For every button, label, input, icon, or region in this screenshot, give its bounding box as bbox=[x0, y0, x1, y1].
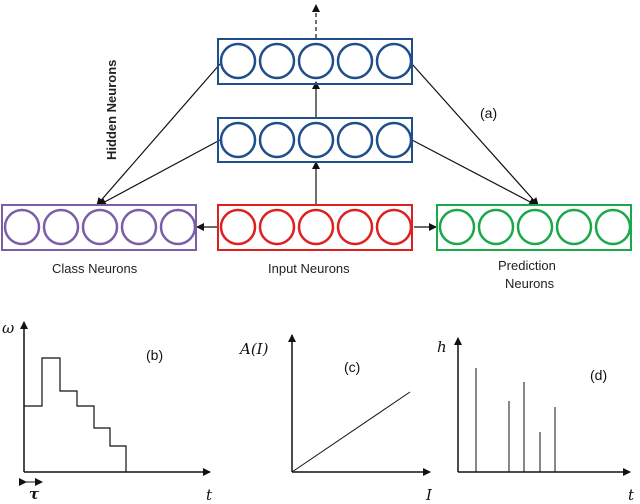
prediction-label-line2: Neurons bbox=[505, 276, 555, 291]
prediction-label-line1: Prediction bbox=[498, 258, 556, 273]
panel-b-label: (b) bbox=[146, 347, 163, 363]
neuron bbox=[297, 121, 335, 159]
neuron bbox=[42, 208, 80, 246]
arrow-mid-to-prediction bbox=[411, 139, 537, 206]
arrow-top-to-class bbox=[96, 63, 221, 206]
input-neurons-label: Input Neurons bbox=[268, 261, 350, 276]
neuron bbox=[297, 208, 335, 246]
neuron bbox=[219, 121, 257, 159]
input-layer bbox=[217, 204, 413, 251]
neuron bbox=[258, 42, 296, 80]
neuron bbox=[258, 208, 296, 246]
neuron bbox=[375, 208, 413, 246]
arrow-mid-to-class bbox=[98, 139, 221, 206]
neuron bbox=[120, 208, 158, 246]
neuron bbox=[375, 42, 413, 80]
arrow-top-to-prediction bbox=[411, 63, 539, 206]
neuron bbox=[336, 42, 374, 80]
neuron bbox=[297, 42, 335, 80]
panel-a-label: (a) bbox=[480, 105, 497, 121]
neuron bbox=[258, 121, 296, 159]
neuron bbox=[219, 208, 257, 246]
class-layer bbox=[1, 204, 197, 251]
hidden-layer-middle bbox=[217, 117, 413, 163]
plot-c-linear-line bbox=[291, 391, 411, 473]
connections bbox=[96, 4, 539, 231]
neuron bbox=[219, 42, 257, 80]
plot-c bbox=[288, 334, 431, 476]
panel-d-label: (d) bbox=[590, 367, 607, 383]
neuron bbox=[336, 208, 374, 246]
plot-b-step-curve bbox=[24, 357, 127, 472]
plot-c-xlabel: I bbox=[425, 486, 433, 504]
class-neurons-label: Class Neurons bbox=[52, 261, 138, 276]
neuron bbox=[81, 208, 119, 246]
hidden-layer-top bbox=[217, 38, 413, 85]
neuron bbox=[159, 208, 197, 246]
plot-c-ylabel: A(I) bbox=[238, 340, 269, 358]
network-diagram: Hidden Neurons Class Neurons Input Neuro… bbox=[1, 4, 632, 291]
neuron bbox=[594, 208, 632, 246]
neuron bbox=[375, 121, 413, 159]
plot-b-ylabel: ω bbox=[2, 319, 14, 337]
hidden-neurons-label: Hidden Neurons bbox=[104, 60, 119, 160]
plot-b-tau-label: τ bbox=[29, 485, 40, 503]
neuron bbox=[516, 208, 554, 246]
neuron bbox=[438, 208, 476, 246]
neuron bbox=[555, 208, 593, 246]
plot-d bbox=[454, 337, 631, 476]
panel-c-label: (c) bbox=[344, 359, 360, 375]
plot-d-ylabel: h bbox=[437, 338, 447, 356]
plot-b-xlabel: t bbox=[206, 486, 213, 504]
neuron bbox=[3, 208, 41, 246]
plot-b bbox=[19, 321, 211, 486]
plot-d-xlabel: t bbox=[628, 486, 635, 504]
neuron bbox=[336, 121, 374, 159]
neuron bbox=[477, 208, 515, 246]
prediction-layer bbox=[436, 204, 632, 251]
